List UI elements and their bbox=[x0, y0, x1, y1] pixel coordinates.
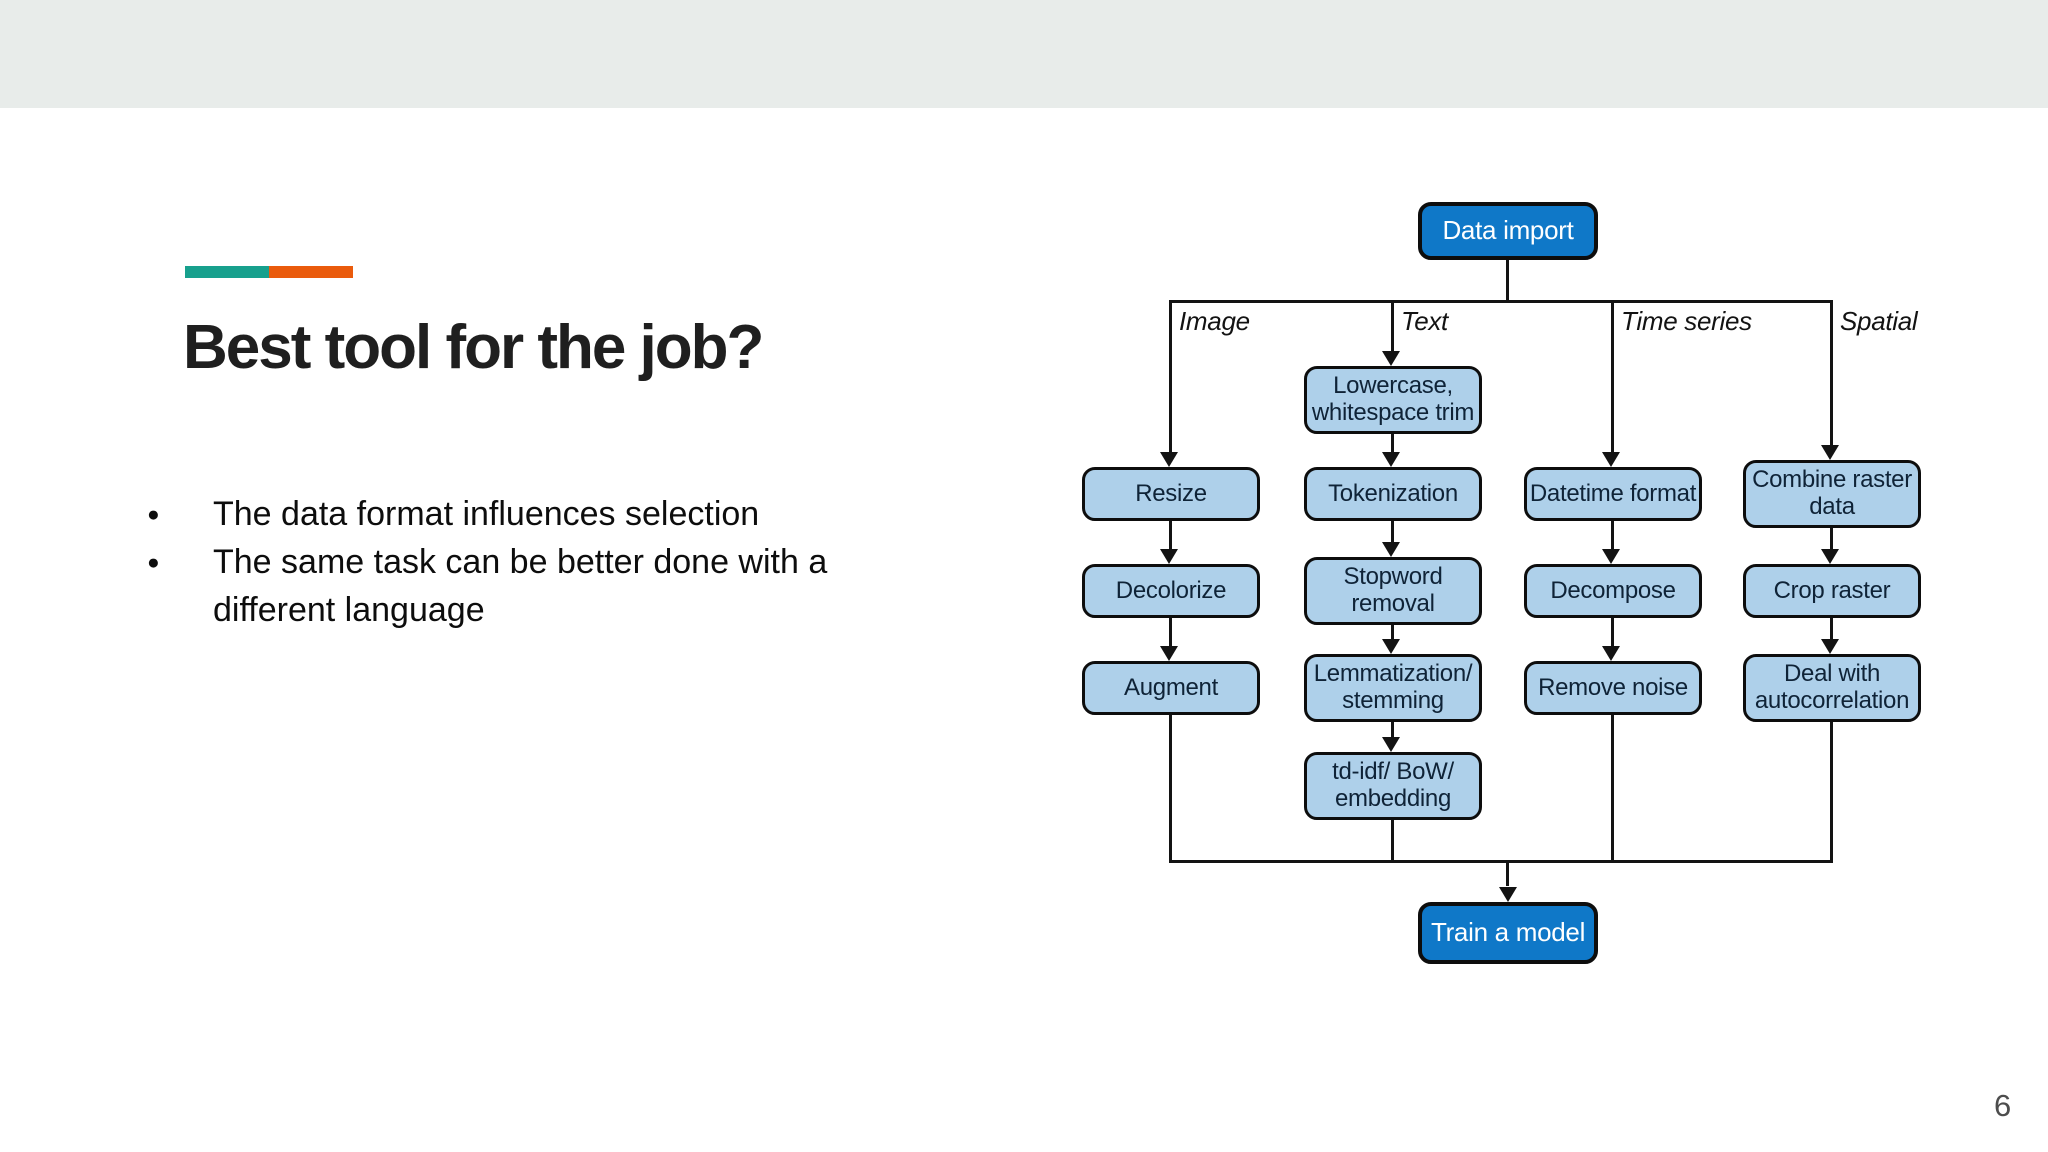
flow-line bbox=[1169, 715, 1172, 862]
arrow-down-icon bbox=[1382, 351, 1400, 366]
flow-line bbox=[1391, 722, 1394, 737]
arrow-down-icon bbox=[1821, 445, 1839, 460]
bullet-list: The data format influences selection The… bbox=[147, 490, 933, 634]
branch-label-text: Text bbox=[1401, 306, 1448, 336]
flow-line bbox=[1169, 618, 1172, 646]
node-tokenization: Tokenization bbox=[1304, 467, 1482, 521]
accent-bar-orange bbox=[269, 266, 353, 278]
arrow-down-icon bbox=[1821, 549, 1839, 564]
arrow-down-icon bbox=[1382, 737, 1400, 752]
node-augment: Augment bbox=[1082, 661, 1260, 715]
node-decompose: Decompose bbox=[1524, 564, 1702, 618]
flow-line bbox=[1611, 521, 1614, 549]
flow-line bbox=[1506, 860, 1509, 886]
flow-line bbox=[1391, 820, 1394, 862]
flow-line bbox=[1830, 618, 1833, 639]
bullet-item: The data format influences selection bbox=[147, 490, 933, 539]
arrow-down-icon bbox=[1382, 542, 1400, 557]
arrow-down-icon bbox=[1602, 452, 1620, 467]
top-color-band bbox=[0, 0, 2048, 108]
node-data-import: Data import bbox=[1418, 202, 1598, 260]
flow-line bbox=[1391, 300, 1394, 352]
arrow-down-icon bbox=[1160, 452, 1178, 467]
node-remove-noise: Remove noise bbox=[1524, 661, 1702, 715]
node-decolorize: Decolorize bbox=[1082, 564, 1260, 618]
accent-bar-teal bbox=[185, 266, 269, 278]
flow-line bbox=[1830, 722, 1833, 862]
branch-label-image: Image bbox=[1179, 306, 1250, 336]
arrow-down-icon bbox=[1160, 549, 1178, 564]
flow-line bbox=[1830, 528, 1833, 549]
node-lowercase-whitespace-trim: Lowercase, whitespace trim bbox=[1304, 366, 1482, 434]
page-number: 6 bbox=[1994, 1088, 2012, 1123]
bullet-item: The same task can be better done with a … bbox=[147, 538, 933, 634]
node-datetime-format: Datetime format bbox=[1524, 467, 1702, 521]
flow-line bbox=[1391, 521, 1394, 542]
flow-line bbox=[1391, 434, 1394, 452]
flow-line bbox=[1611, 715, 1614, 862]
arrow-down-icon bbox=[1602, 646, 1620, 661]
flow-line bbox=[1169, 860, 1833, 863]
arrow-down-icon bbox=[1382, 452, 1400, 467]
flow-line bbox=[1169, 521, 1172, 549]
flow-line bbox=[1611, 300, 1614, 452]
node-stopword-removal: Stopword removal bbox=[1304, 557, 1482, 625]
flow-line bbox=[1169, 300, 1172, 452]
arrow-down-icon bbox=[1499, 887, 1517, 902]
arrow-down-icon bbox=[1602, 549, 1620, 564]
node-resize: Resize bbox=[1082, 467, 1260, 521]
slide-title: Best tool for the job? bbox=[183, 313, 764, 382]
node-combine-raster-data: Combine raster data bbox=[1743, 460, 1921, 528]
branch-label-spatial: Spatial bbox=[1840, 306, 1918, 336]
branch-label-time-series: Time series bbox=[1621, 306, 1752, 336]
flow-line bbox=[1506, 260, 1509, 302]
node-lemmatization-stemming: Lemmatization/ stemming bbox=[1304, 654, 1482, 722]
node-crop-raster: Crop raster bbox=[1743, 564, 1921, 618]
flow-line bbox=[1611, 618, 1614, 646]
arrow-down-icon bbox=[1160, 646, 1178, 661]
flow-line bbox=[1830, 300, 1833, 445]
node-train-a-model: Train a model bbox=[1418, 902, 1598, 964]
title-accent-bar bbox=[185, 266, 353, 278]
node-deal-with-autocorrelation: Deal with autocorrelation bbox=[1743, 654, 1921, 722]
flow-line bbox=[1391, 625, 1394, 639]
arrow-down-icon bbox=[1821, 639, 1839, 654]
flow-line bbox=[1169, 300, 1833, 303]
node-tdidf-bow-embedding: td-idf/ BoW/ embedding bbox=[1304, 752, 1482, 820]
arrow-down-icon bbox=[1382, 639, 1400, 654]
